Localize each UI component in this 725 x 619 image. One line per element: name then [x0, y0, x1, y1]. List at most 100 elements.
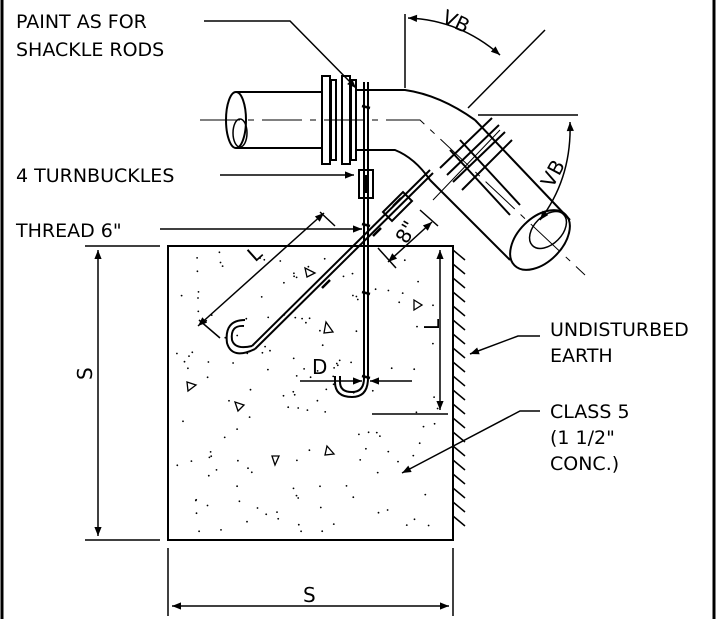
stipple-dot [207, 361, 210, 363]
stipple-dot [209, 451, 212, 453]
stipple-dot [236, 428, 239, 430]
stipple-dot [176, 464, 179, 467]
stipple-dot [387, 450, 390, 453]
stipple-dot [401, 292, 404, 294]
stipple-dot [221, 265, 224, 267]
stipple-dot [265, 513, 268, 516]
stipple-dot [180, 294, 183, 297]
stipple-dot [307, 265, 310, 268]
undisturbed-earth [452, 246, 466, 540]
stipple-dot [236, 485, 239, 488]
eight-inch-dimension [377, 209, 439, 269]
stipple-dot [295, 276, 298, 279]
stipple-dot [342, 275, 345, 278]
stipple-dot [424, 493, 427, 496]
stipple-dot [303, 368, 305, 370]
stipple-dot [308, 449, 311, 452]
stipple-dot [223, 436, 226, 439]
stipple-dot [427, 524, 430, 527]
stipple-dot [220, 529, 222, 531]
stipple-dot [359, 459, 362, 461]
stipple-dot [418, 442, 421, 445]
stipple-dot [197, 291, 200, 293]
stipple-dot [269, 349, 271, 352]
stipple-dot [236, 334, 239, 337]
stipple-dot [416, 325, 418, 328]
paint-label-line2: SHACKLE RODS [16, 39, 164, 61]
stipple-dot [371, 389, 374, 392]
s-vertical-label: S [73, 367, 97, 380]
concrete-stipple [176, 251, 439, 533]
stipple-dot [405, 524, 408, 526]
stipple-dot [358, 433, 360, 436]
stipple-dot [279, 260, 282, 262]
stipple-dot [332, 383, 335, 386]
stipple-dot [367, 431, 370, 434]
vb-right-label: VB [536, 156, 570, 191]
stipple-dot [397, 460, 399, 463]
stipple-dot [260, 296, 263, 298]
stipple-dot [415, 411, 418, 414]
stipple-dot [176, 352, 178, 355]
stipple-dot [355, 295, 358, 298]
stipple-dot [183, 360, 186, 363]
thread-label: THREAD 6" [15, 220, 122, 242]
stipple-dot [256, 507, 259, 509]
stipple-dot [350, 361, 352, 364]
stipple-dot [206, 504, 209, 507]
stipple-dot [282, 394, 285, 397]
stipple-dot [390, 367, 393, 370]
stipple-dot [196, 257, 199, 259]
stipple-dot [379, 435, 381, 437]
stipple-dot [319, 329, 321, 332]
stipple-dot [316, 399, 319, 402]
turnbuckles-label: 4 TURNBUCKLES [16, 165, 174, 187]
stipple-dot [355, 330, 358, 333]
vb-dimensions [404, 14, 578, 221]
stipple-dot [194, 499, 197, 502]
stipple-dot [375, 431, 378, 434]
stipple-dot [295, 494, 298, 497]
eight-inch-label: 8" [390, 217, 422, 248]
stipple-dot [195, 512, 198, 515]
stipple-dot [207, 474, 210, 477]
stipple-dot [432, 342, 434, 345]
stipple-dot [377, 511, 380, 514]
stipple-dot [332, 523, 335, 525]
stipple-dot [215, 469, 218, 471]
stipple-dot [300, 530, 302, 533]
stipple-dot [301, 317, 303, 320]
stipple-dot [218, 251, 221, 254]
stipple-dot [293, 275, 295, 278]
stipple-dot [247, 467, 249, 470]
stipple-dot [352, 496, 355, 499]
stipple-dot [190, 460, 193, 462]
stipple-dot [287, 406, 290, 409]
stipple-dot [237, 459, 239, 462]
stipple-dot [398, 301, 401, 304]
stipple-dot [319, 506, 322, 509]
stipple-dot [433, 396, 435, 398]
stipple-dot [376, 471, 379, 474]
stipple-dot [432, 304, 434, 307]
stipple-dot [277, 517, 280, 520]
stipple-dot [295, 375, 298, 377]
class-label-line3: CONC.) [550, 453, 619, 475]
stipple-dot [297, 407, 300, 409]
stipple-dot [306, 409, 309, 411]
stipple-dot [276, 511, 278, 513]
stipple-dot [292, 390, 295, 393]
stipple-dot [292, 357, 295, 360]
class-label-line2: (1 1/2" [550, 427, 615, 449]
stipple-dot [187, 367, 189, 370]
stipple-dot [292, 487, 295, 490]
stipple-dot [246, 520, 248, 523]
stipple-dot [219, 261, 222, 264]
stipple-dot [413, 518, 416, 521]
centerlines [200, 119, 586, 276]
stipple-dot [356, 298, 359, 301]
d-label: D [312, 355, 327, 379]
stipple-dot [232, 362, 235, 364]
stipple-dot [249, 388, 252, 391]
